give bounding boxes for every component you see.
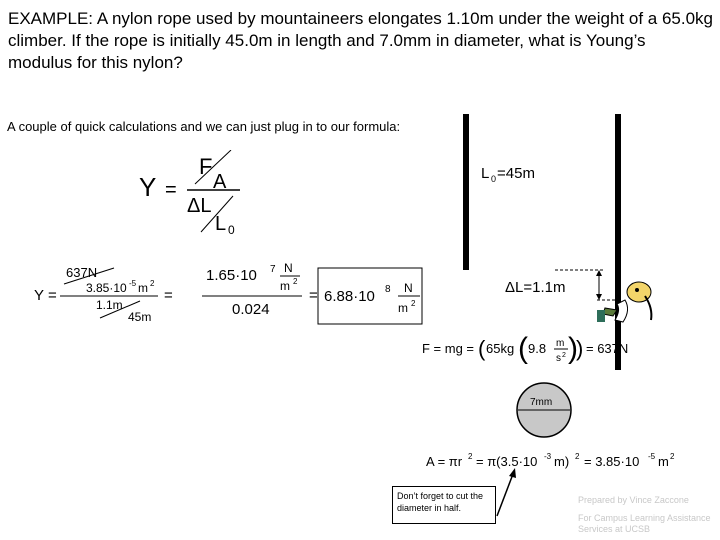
svg-text:N: N (404, 281, 413, 295)
formula-y: Y (139, 172, 156, 202)
svg-text:8: 8 (385, 284, 391, 295)
svg-text:-5: -5 (648, 452, 656, 461)
climber-illustration (597, 281, 653, 323)
calculation: Y = 637N 3.85·10 -5 m 2 1.1m 45m = 1.65·… (34, 261, 423, 325)
calc-result-box (317, 267, 423, 325)
svg-text:s: s (556, 353, 561, 364)
svg-text:m: m (556, 338, 564, 349)
credit-author: Prepared by Vince Zaccone (578, 495, 689, 505)
calc-step2-numerator: 1.65·10 (206, 267, 257, 284)
svg-text:2: 2 (468, 452, 473, 461)
rope-unstretched (463, 114, 469, 270)
intro-text: A couple of quick calculations and we ca… (7, 119, 401, 134)
calc-numerator-area: 3.85·10 (86, 281, 127, 295)
calc-step2-denominator: 0.024 (232, 301, 270, 318)
svg-text:N: N (284, 261, 293, 275)
svg-text:=: = (164, 287, 173, 304)
calc-result-value: 6.88·10 (324, 288, 375, 305)
svg-text:2: 2 (411, 299, 416, 308)
formula-f: F (199, 154, 212, 179)
svg-text:-3: -3 (544, 452, 552, 461)
area-equation: A = πr 2 = π(3.5·10 -3 m) 2 = 3.85·10 -5… (426, 452, 675, 469)
svg-text:2: 2 (293, 277, 298, 286)
diameter-label: 7mm (530, 397, 552, 408)
rope-stretched (615, 114, 621, 370)
note-arrow (496, 468, 516, 517)
svg-text:=: = (48, 287, 57, 304)
calc-denominator-dl: 1.1m (96, 298, 123, 312)
formula-slash-bottom (200, 195, 234, 233)
calc-denominator-l0: 45m (128, 310, 151, 324)
formula-dl: ΔL (187, 195, 211, 217)
svg-text:(: ( (518, 332, 528, 365)
svg-text:m: m (398, 301, 408, 315)
svg-text:m: m (138, 281, 148, 295)
l0-value: =45m (497, 165, 535, 182)
svg-text:=: = (309, 287, 318, 304)
problem-statement: EXAMPLE: A nylon rope used by mountainee… (8, 9, 714, 72)
svg-text:(: ( (478, 336, 486, 361)
youngs-modulus-formula: Y = F A ΔL L 0 (139, 150, 240, 237)
svg-text:2: 2 (575, 452, 580, 461)
credit-organization: For Campus Learning Assistance Services … (578, 513, 711, 534)
svg-text:m: m (658, 454, 669, 469)
svg-text:-5: -5 (129, 279, 137, 288)
area-mid: = π(3.5·10 (476, 454, 537, 469)
formula-equals: = (165, 179, 177, 201)
svg-text:m): m) (554, 454, 569, 469)
svg-text:7: 7 (270, 264, 276, 275)
formula-l0-sub: 0 (228, 223, 235, 237)
area-rhs: = 3.85·10 (584, 454, 639, 469)
dl-label: ΔL=1.1m (505, 279, 565, 296)
formula-slash-top (194, 150, 232, 185)
calc-y: Y (34, 287, 44, 304)
svg-text:m: m (280, 279, 290, 293)
formula-l0: L (215, 213, 226, 235)
l0-label: L (481, 165, 489, 182)
force-mass: 65kg (486, 341, 514, 356)
force-equation: F = mg = ( 65kg ( 9.8 m s 2 ) ) = 637N (422, 332, 628, 365)
svg-text:2: 2 (562, 352, 566, 359)
force-lhs: F = mg = (422, 341, 474, 356)
area-lhs: A = πr (426, 454, 463, 469)
svg-text:2: 2 (150, 279, 155, 288)
force-g: 9.8 (528, 341, 546, 356)
formula-a: A (213, 171, 227, 193)
rope-diagram: L 0 =45m ΔL=1.1m (463, 114, 653, 370)
svg-text:): ) (568, 332, 578, 365)
force-result: = 637N (586, 341, 628, 356)
svg-text:2: 2 (670, 452, 675, 461)
rope-cross-section: 7mm (516, 382, 572, 438)
svg-text:): ) (576, 336, 583, 361)
half-diameter-note: Don’t forget to cut the diameter in half… (392, 486, 496, 524)
l0-sub: 0 (491, 174, 496, 184)
calc-numerator-force: 637N (66, 265, 97, 280)
